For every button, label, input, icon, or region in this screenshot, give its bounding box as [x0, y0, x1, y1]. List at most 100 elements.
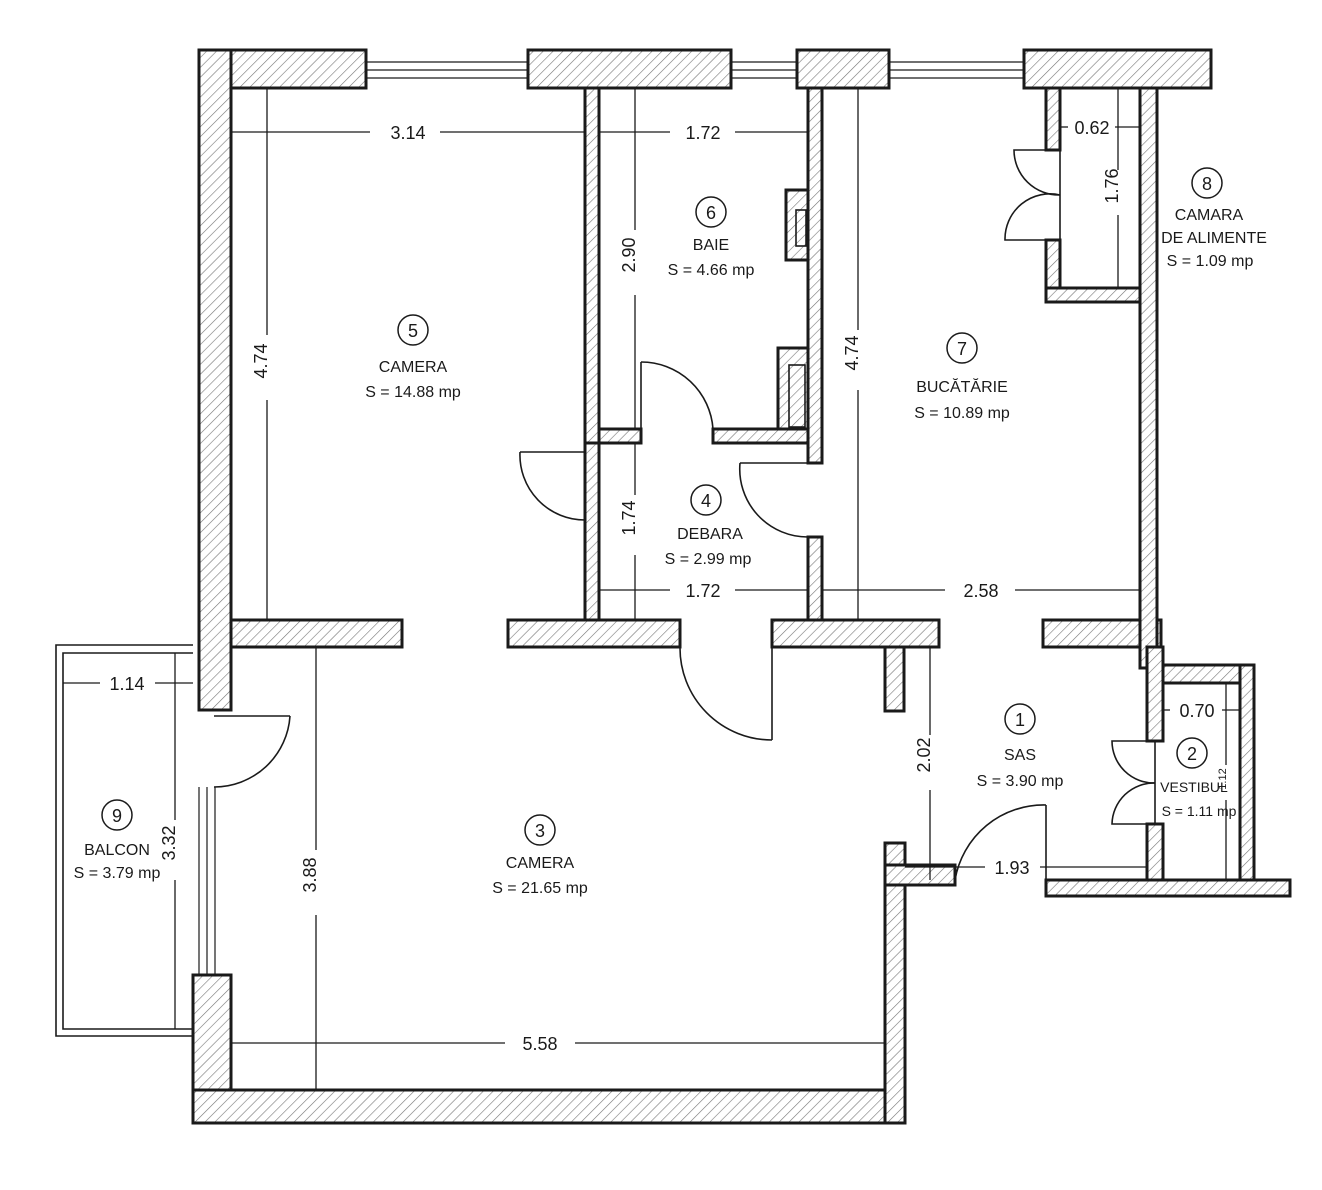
room-number: 8 [1202, 174, 1212, 194]
room-number-marker [101, 799, 133, 831]
wall-sas-stub [883, 645, 906, 713]
door-camera3 [679, 646, 773, 741]
balcony [55, 644, 193, 1037]
window-camera5 [366, 61, 528, 79]
door-debara-kitchen [738, 462, 809, 538]
room-name: DEBARA [677, 526, 743, 543]
room-vestibul: 2 VESTIBUL S = 1.11 mp [1160, 737, 1237, 819]
wall-left-upper [197, 48, 233, 712]
room-number-marker [946, 332, 978, 364]
room-number: 9 [112, 806, 122, 826]
room-camara: 8 CAMARA DE ALIMENTE S = 1.09 mp [1161, 167, 1267, 270]
wall-camera3-right-b [883, 863, 957, 887]
room-number-marker [1191, 167, 1223, 199]
room-name: SAS [1004, 747, 1036, 764]
room-number-marker [695, 196, 727, 228]
wall-baie-bottom-right [711, 427, 810, 445]
dimension-labels: 3.14 4.74 1.72 2.90 1.74 1.72 4.74 2.58 … [109, 118, 1229, 1054]
dim-balcon-width: 1.14 [109, 674, 144, 694]
window-baie [731, 61, 797, 79]
dim-camera3-height: 3.88 [300, 857, 320, 892]
dim-camara-height: 1.76 [1102, 168, 1122, 203]
doors [213, 149, 1156, 881]
room-name: CAMARA [1175, 207, 1244, 224]
room-number-marker [397, 314, 429, 346]
room-number-marker [524, 814, 556, 846]
dim-camera3-width: 5.58 [522, 1034, 557, 1054]
dim-sas-width: 1.93 [994, 858, 1029, 878]
dimension-lines [63, 87, 1240, 1090]
room-area: S = 3.90 mp [977, 773, 1064, 790]
wall-vestibul-left [1145, 645, 1165, 743]
wall-vestibul-right [1238, 663, 1256, 898]
wall-c5-baie [583, 86, 601, 445]
wall-baie-kitchen [806, 86, 824, 465]
wall-camara-bottom [1044, 286, 1142, 304]
door-debara-left [519, 451, 586, 521]
wall-debara-kitchen [806, 535, 824, 622]
door-vestibul [1111, 740, 1156, 825]
wall-bottom [191, 1088, 907, 1125]
room-number: 3 [535, 821, 545, 841]
dim-kitchen-height: 4.74 [842, 335, 862, 370]
wall-camara-left [1044, 86, 1062, 152]
wall-top-right [1022, 48, 1213, 90]
room-labels: 1 SAS S = 3.90 mp 2 VESTIBUL S = 1.11 mp… [74, 167, 1267, 897]
room-name-line2: DE ALIMENTE [1161, 230, 1267, 247]
wall-top-mid [526, 48, 733, 90]
windows [198, 61, 1024, 975]
room-balcon: 9 BALCON S = 3.79 mp [74, 799, 161, 882]
room-number-marker [690, 484, 722, 516]
room-area: S = 21.65 mp [492, 880, 588, 897]
dim-debara-height: 1.74 [619, 500, 639, 535]
room-number-marker [1176, 737, 1208, 769]
dim-kitchen-width: 2.58 [963, 581, 998, 601]
room-area: S = 1.11 mp [1162, 803, 1237, 819]
kitchen-vent [788, 364, 806, 428]
room-baie: 6 BAIE S = 4.66 mp [668, 196, 755, 279]
window-kitchen [889, 61, 1024, 79]
room-name: BAIE [693, 237, 729, 254]
room-name: BALCON [84, 842, 150, 859]
baie-vent [795, 209, 807, 247]
room-number: 6 [706, 203, 716, 223]
room-number: 4 [701, 491, 711, 511]
wall-c5-debara [583, 441, 601, 622]
dim-camara-width: 0.62 [1074, 118, 1109, 138]
dim-camera5-height: 4.74 [251, 343, 271, 378]
dim-baie-height: 2.90 [619, 237, 639, 272]
room-camera-3: 3 CAMERA S = 21.65 mp [492, 814, 588, 897]
dim-debara-width: 1.72 [685, 581, 720, 601]
room-name: CAMERA [379, 359, 448, 376]
room-area: S = 1.09 mp [1167, 253, 1254, 270]
room-number: 7 [957, 339, 967, 359]
dim-baie-width: 1.72 [685, 123, 720, 143]
dim-camera5-width: 3.14 [390, 123, 425, 143]
wall-debara-bottom-left [506, 618, 682, 649]
wall-baie-kitchen-jog2 [776, 346, 810, 431]
room-name: CAMERA [506, 855, 575, 872]
room-area: S = 4.66 mp [668, 262, 755, 279]
dim-sas-height: 2.02 [914, 737, 934, 772]
door-camara [1004, 149, 1061, 241]
wall-camera3-right [883, 841, 907, 1125]
room-area: S = 14.88 mp [365, 384, 461, 401]
dim-balcon-height: 3.32 [159, 825, 179, 860]
wall-baie-kitchen-jog [784, 188, 810, 262]
dim-vestibul-width: 0.70 [1179, 701, 1214, 721]
room-number: 2 [1187, 744, 1197, 764]
door-baie [640, 361, 714, 430]
room-number: 1 [1015, 710, 1025, 730]
room-area: S = 3.79 mp [74, 865, 161, 882]
walls [191, 48, 1292, 1125]
room-camera-5: 5 CAMERA S = 14.88 mp [365, 314, 461, 401]
room-bucatarie: 7 BUCĂTĂRIE S = 10.89 mp [914, 332, 1010, 422]
wall-baie-bottom-left [597, 427, 643, 445]
wall-sas-bottom [1044, 878, 1292, 898]
room-area: S = 2.99 mp [665, 551, 752, 568]
room-name: VESTIBUL [1160, 779, 1228, 795]
room-debara: 4 DEBARA S = 2.99 mp [665, 484, 752, 568]
room-sas: 1 SAS S = 3.90 mp [977, 703, 1064, 790]
wall-right-outer [1138, 86, 1159, 670]
